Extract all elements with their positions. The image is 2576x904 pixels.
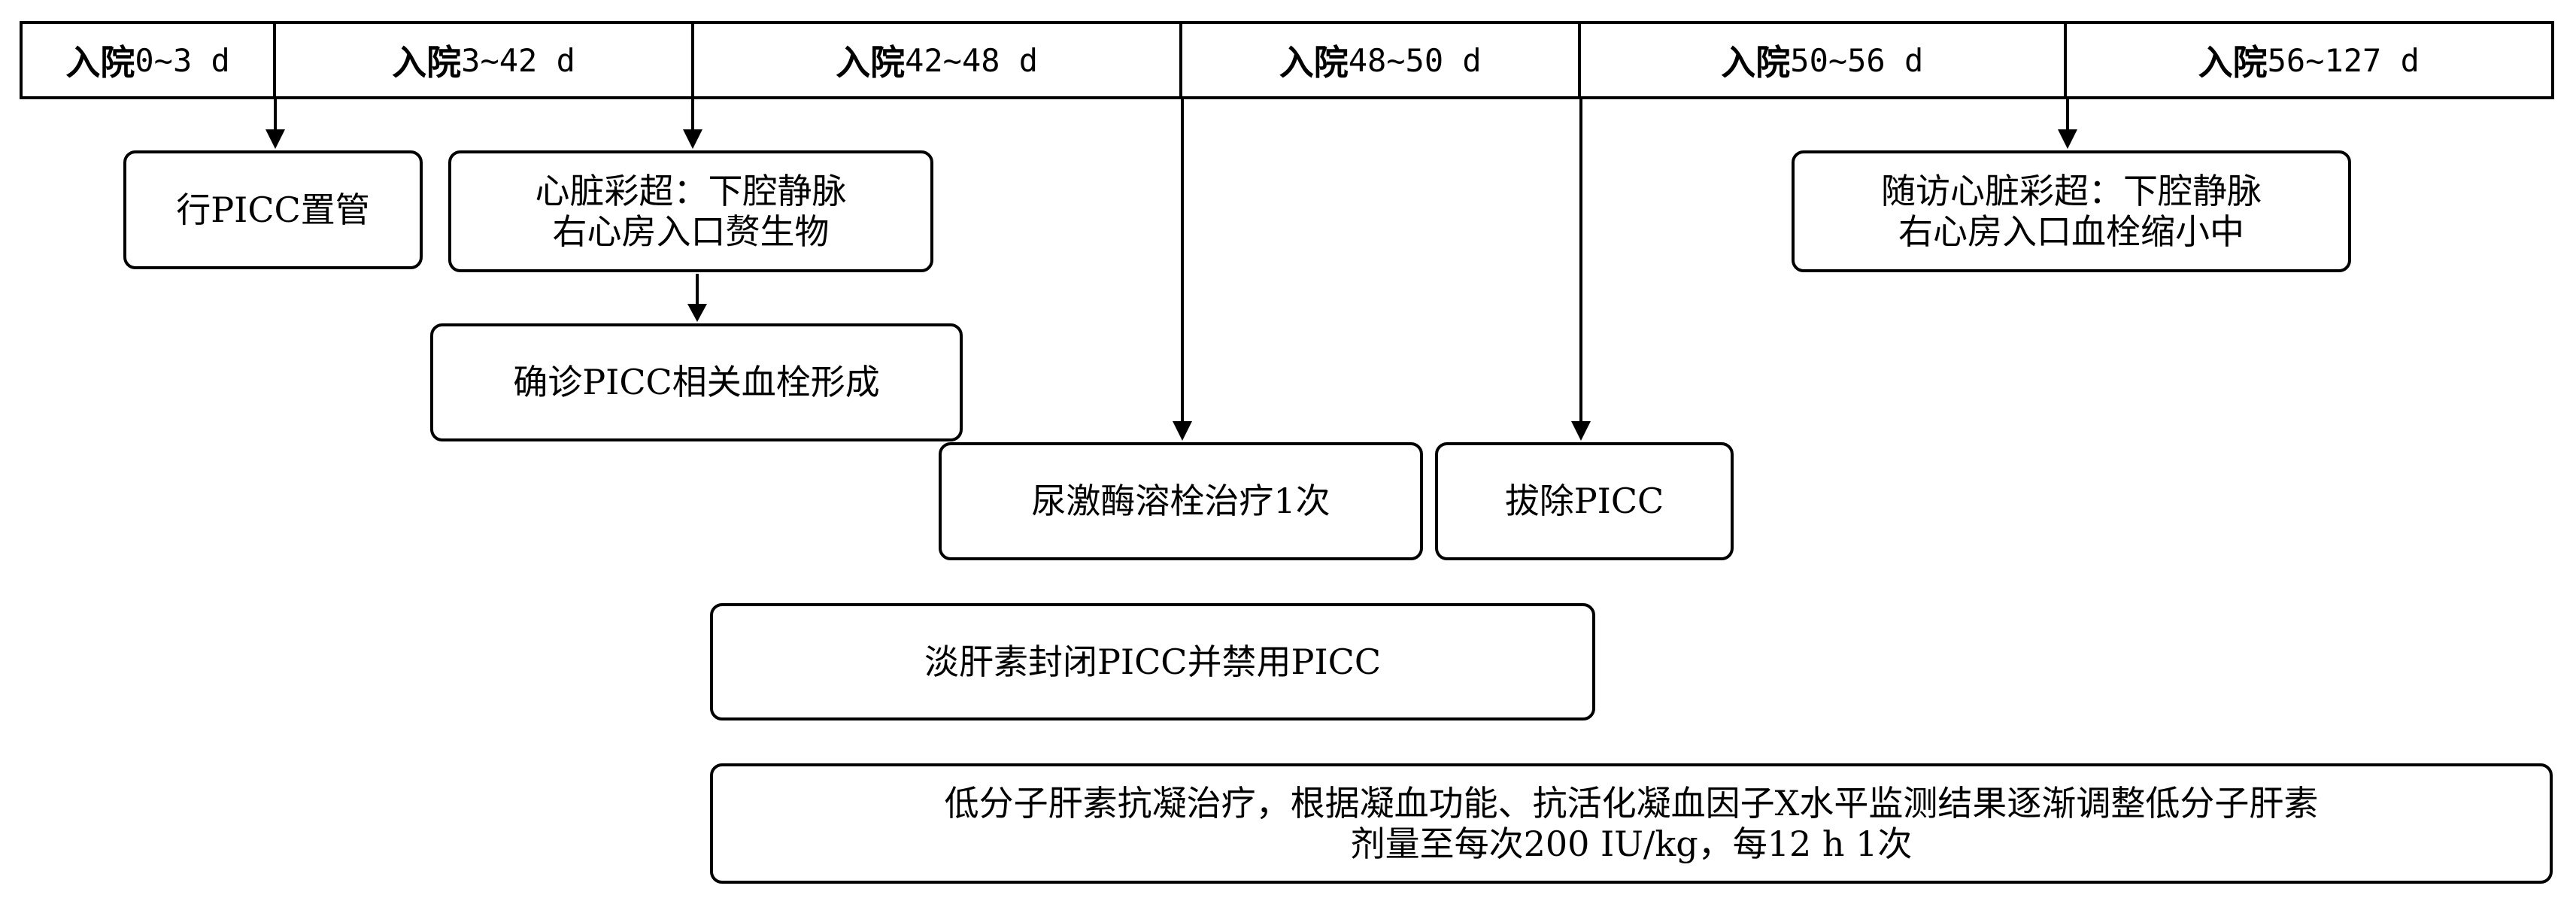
period-label: 入院 [65,42,135,83]
period-label: 入院 [392,42,462,83]
arrowhead-echo-finding [683,129,702,149]
period-range: 42~48 d [905,41,1039,79]
event-heparin-lock: 淡肝素封闭PICC并禁用PICC [710,603,1595,720]
period-range: 3~42 d [461,41,575,79]
event-remove-picc: 拔除PICC [1435,442,1734,560]
event-urokinase: 尿激酶溶栓治疗1次 [939,442,1423,560]
period-label: 入院 [1721,42,1791,83]
period-range: 50~56 d [1790,41,1924,79]
arrowhead-picc-insertion [265,129,285,149]
event-picc-insertion: 行PICC置管 [123,150,423,269]
period-range: 48~50 d [1348,41,1482,79]
period-label: 入院 [836,42,906,83]
period-label: 入院 [2198,42,2268,83]
arrowhead-remove-picc [1571,421,1591,441]
period-range: 56~127 d [2267,41,2420,79]
period-label: 入院 [1279,42,1349,83]
period-range: 0~3 d [135,41,230,79]
event-anticoagulation: 低分子肝素抗凝治疗，根据凝血功能、抗活化凝血因子Ⅹ水平监测结果逐渐调整低分子肝素… [710,763,2553,884]
arrowhead-urokinase [1173,421,1192,441]
event-echo-finding: 心脏彩超：下腔静脉 右心房入口赘生物 [448,150,933,272]
arrowhead-diagnosis [687,304,707,322]
arrowhead-followup-echo [2058,129,2077,149]
event-diagnosis: 确诊PICC相关血栓形成 [430,323,963,441]
event-followup-echo: 随访心脏彩超：下腔静脉 右心房入口血栓缩小中 [1792,150,2351,272]
